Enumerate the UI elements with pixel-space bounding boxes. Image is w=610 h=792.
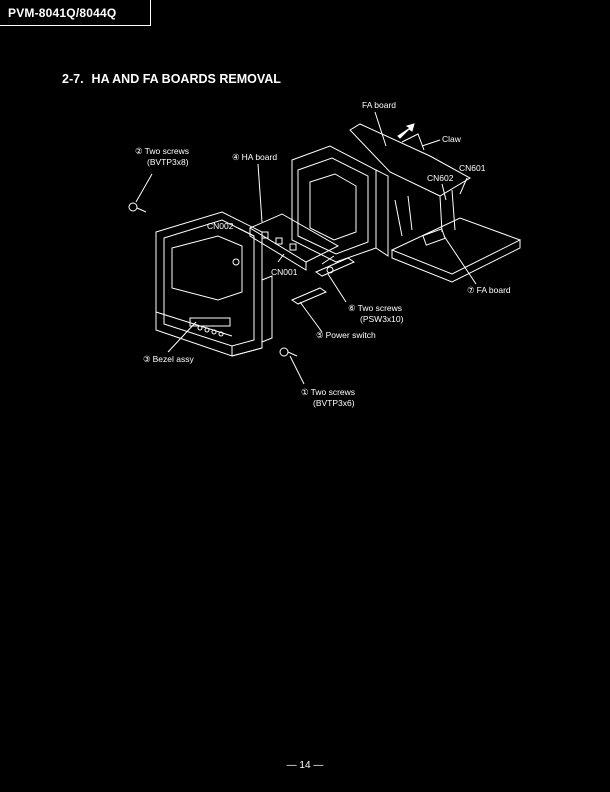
cn002-label: CN002 xyxy=(207,221,234,231)
cn001-label: CN001 xyxy=(271,267,298,277)
step6-label-line2: (PSW3x10) xyxy=(360,314,404,324)
power-switch xyxy=(292,258,354,304)
step3-label: Bezel assy xyxy=(153,354,195,364)
step4-label: HA board xyxy=(242,152,278,162)
fa-board-top-label: FA board xyxy=(362,100,396,110)
cn602-label: CN602 xyxy=(427,173,454,183)
step1-label-line2: (BVTP3x6) xyxy=(313,398,355,408)
step4-marker: ④ xyxy=(232,152,240,162)
step7-marker: ⑦ xyxy=(467,285,475,295)
step6-marker: ⑥ xyxy=(348,303,356,313)
svg-text:⑦FA board: ⑦FA board xyxy=(467,285,511,295)
step1-marker: ① xyxy=(301,387,309,397)
bezel-assy xyxy=(156,212,272,356)
fa-board xyxy=(392,190,520,282)
claw-label: Claw xyxy=(442,134,462,144)
step6-label-line1: Two screws xyxy=(358,303,402,313)
claw-arrow xyxy=(398,124,414,138)
step2-label-line1: Two screws xyxy=(145,146,189,156)
step2-marker: ② xyxy=(135,146,143,156)
step7-label: FA board xyxy=(477,285,511,295)
step2-label-line2: (BVTP3x8) xyxy=(147,157,189,167)
step1-label-line1: Two screws xyxy=(311,387,355,397)
crt-chassis xyxy=(292,146,388,262)
step3-marker: ③ xyxy=(143,354,151,364)
svg-text:④HA board: ④HA board xyxy=(232,152,277,162)
step5-marker: ⑤ xyxy=(316,330,324,340)
page-number: — 14 — xyxy=(0,760,610,771)
step5-label: Power switch xyxy=(326,330,376,340)
cn601-label: CN601 xyxy=(459,163,486,173)
